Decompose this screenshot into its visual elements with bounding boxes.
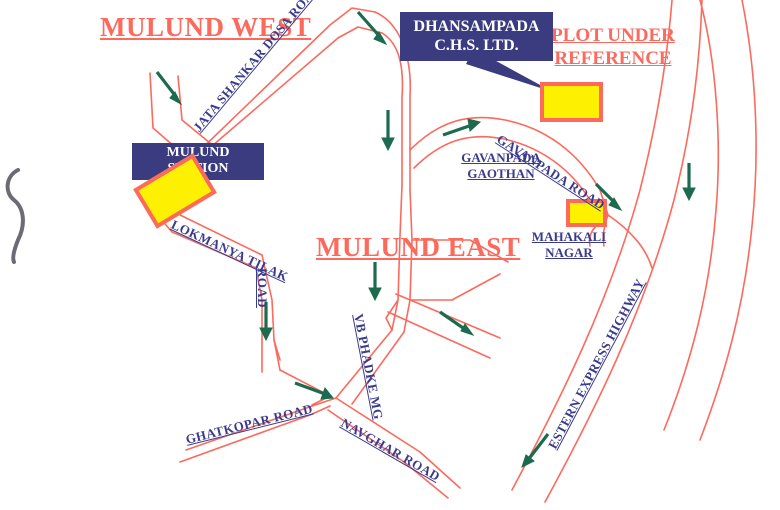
arrow-mulund-west: [155, 71, 183, 106]
road-lower-connector: [385, 299, 399, 331]
road-jata-diag-b: [211, 26, 383, 147]
road-lokmanya-vertical-right: [261, 254, 281, 371]
place-label-mahakali-nagar: MAHAKALI NAGAR: [530, 229, 608, 261]
road-navghar-inner: [327, 409, 449, 499]
road-jata-shankar-dosa-inner: [177, 75, 211, 144]
road-outer-arc-right: [699, 0, 757, 441]
gavanpada-gaothan-line1: GAVANPADA: [461, 150, 541, 165]
gavanpada-gaothan-line2: GAOTHAN: [467, 166, 535, 181]
arrow-east-branch: [439, 310, 475, 336]
plot-mahakali-nagar-highlight: [566, 199, 607, 227]
road-gavanpada-inner: [413, 135, 599, 225]
road-central-vertical-right: [403, 189, 413, 333]
arrow-center-vertical: [381, 110, 395, 152]
area-title-mulund-west: MULUND WEST: [100, 12, 312, 42]
road-ghatkopar-outer: [185, 397, 337, 451]
arrow-vb-phadke: [368, 262, 382, 302]
road-navghar-outer: [335, 397, 461, 489]
road-lokmanya-vertical-left: [255, 267, 263, 373]
road-jata-diag-a: [189, 7, 376, 161]
arrow-gavanpada-west: [442, 118, 482, 137]
arrow-highway-bottom: [521, 433, 550, 468]
place-label-gavanpada-gaothan: GAVANPADA GAOTHAN: [458, 150, 544, 182]
callout-dhansampada-line1: DHANSAMPADA: [413, 18, 540, 35]
road-ghatkopar-inner: [179, 405, 331, 463]
road-label-lokmanya-tilak-road-second-line: ROAD: [255, 268, 270, 308]
arrow-gavanpada-east: [594, 182, 623, 212]
road-east-diag-b: [387, 311, 491, 359]
callout-dhansampada-chs: DHANSAMPADA C.H.S. LTD.: [400, 12, 553, 61]
callout-pointer-dhansampada: [466, 56, 553, 92]
mahakali-nagar-line1: MAHAKALI: [531, 229, 607, 244]
arrow-navghar-junction: [294, 381, 334, 400]
road-gavanpada-outer: [409, 116, 609, 216]
road-east-branch-upper: [411, 239, 509, 263]
road-outer-arc-left: [663, 0, 720, 431]
road-eastern-express-left: [511, 0, 673, 491]
mahakali-nagar-line2: NAGAR: [545, 245, 593, 260]
road-top-loop-inner: [381, 32, 404, 186]
road-eastern-express-right: [544, 0, 703, 503]
road-right-connector: [607, 214, 653, 269]
arrow-top-loop: [356, 10, 388, 46]
arrow-highway-right: [682, 163, 696, 202]
direction-arrows: [155, 10, 696, 468]
road-east-branch-lower: [409, 273, 501, 301]
road-vb-phadke-right: [351, 331, 405, 405]
plot-under-reference-label: PLOT UNDER REFERENCE: [551, 25, 675, 69]
callout-dhansampada-line2: C.H.S. LTD.: [434, 37, 519, 54]
area-title-mulund-east: MULUND EAST: [316, 232, 521, 262]
road-vb-phadke-left: [335, 329, 393, 399]
scan-artifact: [5, 168, 25, 264]
arrow-lokmanya-tilak: [259, 302, 273, 342]
road-gavanpada-spur2: [602, 214, 609, 247]
road-lokmanya-short-branch: [273, 339, 281, 361]
plot-dhansampada-highlight: [540, 82, 603, 122]
